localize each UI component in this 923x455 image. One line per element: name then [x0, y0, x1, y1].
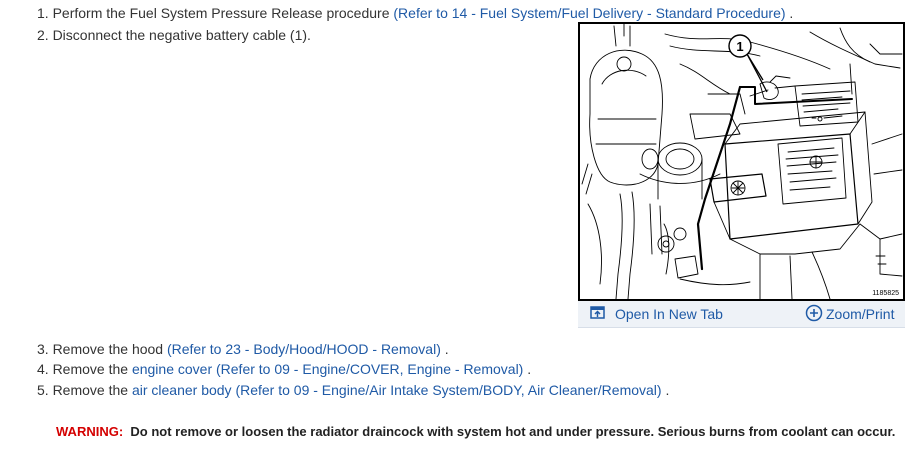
warning-notice: WARNING: Do not remove or loosen the rad… [56, 424, 895, 440]
step-3: 3. Remove the hood (Refer to 23 - Body/H… [37, 341, 449, 357]
figure-id: 1185825 [872, 290, 899, 297]
step-1-link[interactable]: (Refer to 14 - Fuel System/Fuel Delivery… [393, 5, 786, 21]
figure-toolbar: Open In New Tab Zoom/Print [578, 301, 905, 328]
warning-text: Do not remove or loosen the radiator dra… [130, 424, 896, 439]
step-2-text: 2. Disconnect the negative battery cable… [37, 27, 311, 43]
step-4: 4. Remove the engine cover (Refer to 09 … [37, 361, 531, 377]
step-3-text: 3. Remove the hood [37, 341, 167, 357]
step-1: 1. Perform the Fuel System Pressure Rele… [37, 5, 793, 21]
step-4-text: 4. Remove the [37, 361, 132, 377]
open-in-new-tab-icon [590, 306, 605, 319]
figure-container: 1 1185825 Open In New Tab Zoom/Print [578, 22, 905, 328]
step-1-text: 1. Perform the Fuel System Pressure Rele… [37, 5, 394, 21]
zoom-plus-icon [805, 304, 823, 322]
step-5-suffix: . [661, 382, 670, 398]
figure-frame: 1 1185825 [578, 22, 905, 301]
open-in-new-tab-label: Open In New Tab [615, 306, 723, 322]
zoom-print-button[interactable]: Zoom/Print [805, 304, 905, 324]
step-5-text: 5. Remove the [37, 382, 132, 398]
step-5: 5. Remove the air cleaner body (Refer to… [37, 382, 669, 398]
open-in-new-tab-button[interactable]: Open In New Tab [590, 304, 730, 324]
step-3-suffix: . [440, 341, 449, 357]
step-2: 2. Disconnect the negative battery cable… [37, 27, 311, 43]
step-5-link[interactable]: air cleaner body (Refer to 09 - Engine/A… [131, 382, 662, 398]
step-1-suffix: . [785, 5, 794, 21]
zoom-print-label: Zoom/Print [826, 306, 895, 322]
callout-number: 1 [736, 39, 743, 54]
battery-illustration: 1 [581, 24, 903, 299]
warning-label: WARNING: [56, 424, 124, 439]
step-4-link[interactable]: engine cover (Refer to 09 - Engine/COVER… [131, 361, 524, 377]
step-3-link[interactable]: (Refer to 23 - Body/Hood/HOOD - Removal) [166, 341, 441, 357]
step-4-suffix: . [523, 361, 532, 377]
